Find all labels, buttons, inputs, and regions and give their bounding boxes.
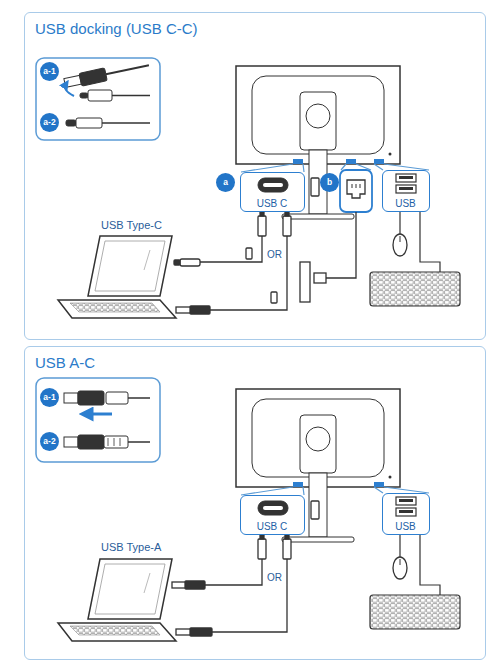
ethernet-port — [340, 159, 372, 212]
cable-inset-top — [64, 75, 82, 87]
cable-inset-bottom — [104, 436, 128, 448]
cable-inset-bottom — [64, 437, 78, 447]
cables-top — [190, 306, 210, 314]
cable-inset-bottom — [106, 392, 128, 404]
cables-top — [283, 216, 291, 236]
cable-inset-bottom — [78, 435, 104, 449]
section-heading: USB A-C — [35, 354, 95, 371]
cable-inset-top — [102, 122, 150, 124]
ethernet-port — [346, 159, 356, 164]
ethernet-port — [340, 170, 372, 212]
cables-bottom — [172, 535, 291, 636]
callout-badge: b — [320, 173, 339, 192]
cable-inset-top — [80, 93, 88, 98]
ethernet-port — [352, 184, 360, 188]
section-panel: USB A-C a-1 a-2USB C USB — [24, 346, 486, 660]
inset-boxes — [36, 58, 160, 140]
cable-inset-top — [76, 118, 102, 128]
cables-bottom — [258, 539, 266, 559]
port-name: USB — [395, 521, 416, 533]
callout-badge: a-1 — [40, 62, 59, 81]
cables-bottom — [190, 628, 212, 636]
illustration — [236, 66, 429, 219]
cables-bottom — [172, 582, 185, 588]
callout-badge: a — [216, 173, 235, 192]
callout-letter: a-1 — [43, 67, 55, 76]
illustration — [370, 535, 460, 629]
ethernet-port — [347, 180, 365, 198]
cable-inset-bottom — [128, 397, 150, 399]
cables-top — [258, 216, 266, 236]
cable-inset-bottom — [64, 393, 78, 403]
callout-badge: a-1 — [40, 388, 59, 407]
connector-type-label: USB Type-C — [100, 219, 163, 232]
callout-letter: a-2 — [43, 118, 55, 127]
port-name: USB C — [257, 521, 288, 533]
cables-top — [271, 292, 277, 303]
cables-top — [180, 259, 200, 266]
cables-top — [174, 212, 356, 314]
cable-inset-top — [106, 65, 149, 74]
cable-inset-top — [63, 59, 150, 90]
cables-bottom — [205, 559, 287, 632]
section-panel: USB docking (USB C-C) a-1 a-2 aUSB C bUSB — [24, 12, 486, 340]
illustration — [58, 559, 176, 641]
cables-top — [246, 248, 252, 259]
port-name: USB C — [257, 198, 288, 210]
port-callout-box: USB — [382, 493, 430, 535]
section-heading: USB docking (USB C-C) — [35, 20, 198, 37]
cables-top — [314, 273, 326, 283]
callout-letter: a-2 — [43, 437, 55, 446]
illustration — [58, 236, 176, 318]
cable-inset-top — [66, 120, 76, 126]
alternative-word: OR — [266, 248, 283, 261]
connector-type-label: USB Type-A — [100, 541, 162, 554]
inset-boxes — [36, 378, 160, 462]
illustration — [236, 389, 429, 542]
cables-top — [300, 262, 310, 302]
cables-bottom — [185, 581, 205, 589]
cable-inset-top — [79, 68, 107, 86]
illustration — [370, 212, 460, 306]
cable-inset-bottom — [128, 441, 150, 443]
callout-letter: a — [223, 178, 228, 187]
cables-top — [200, 236, 287, 310]
cable-inset-bottom — [64, 391, 150, 449]
cables-top — [174, 260, 180, 265]
cables-top — [285, 212, 289, 216]
cable-inset-top — [63, 59, 150, 128]
port-callout-box: USB C — [240, 172, 305, 212]
cables-bottom — [285, 535, 289, 539]
cables-bottom — [283, 539, 291, 559]
cable-inset-bottom — [86, 413, 112, 416]
port-name: USB — [395, 198, 416, 210]
port-callout-box: USB — [382, 170, 430, 212]
cable-inset-top — [65, 84, 74, 96]
cable-inset-top — [112, 95, 150, 97]
callout-letter: b — [327, 178, 332, 187]
cables-top — [326, 212, 356, 278]
callout-badge: a-2 — [40, 432, 59, 451]
alternative-word: OR — [266, 571, 283, 584]
cable-inset-bottom — [108, 438, 120, 446]
cable-inset-bottom — [78, 391, 104, 405]
cables-top — [176, 307, 190, 313]
cables-top — [260, 212, 264, 216]
cable-inset-top — [88, 90, 112, 101]
callout-badge: a-2 — [40, 113, 59, 132]
port-callout-box: USB C — [240, 495, 305, 535]
callout-letter: a-1 — [43, 393, 55, 402]
cables-bottom — [260, 535, 264, 539]
cables-bottom — [176, 629, 190, 635]
